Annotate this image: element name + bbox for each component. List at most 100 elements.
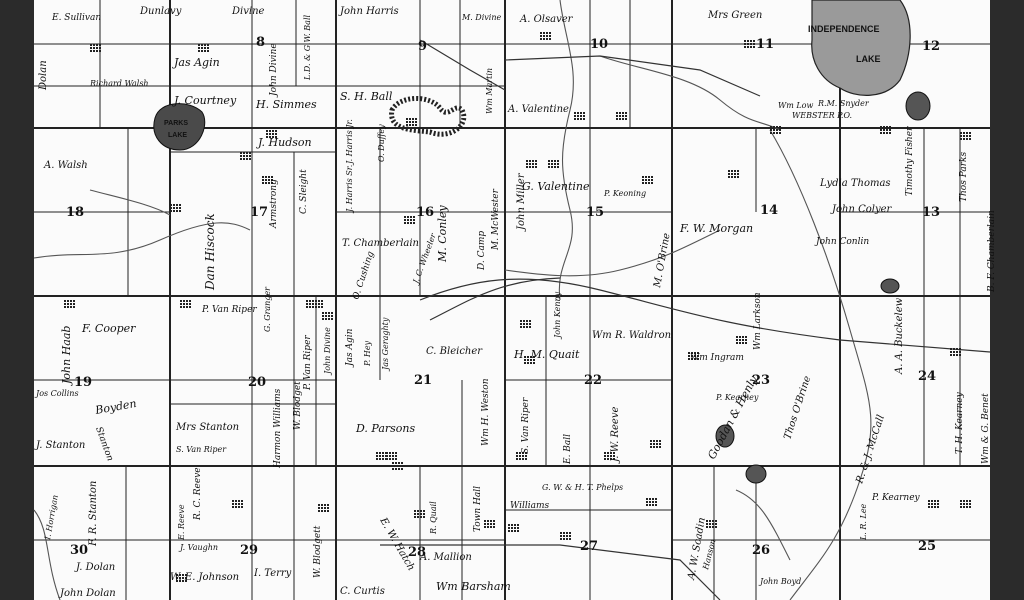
section-number: 24 bbox=[918, 369, 936, 384]
owner-label: E. Reeve bbox=[177, 504, 186, 541]
owner-label: T. H. Kearney bbox=[955, 391, 965, 454]
owner-label: Williams bbox=[510, 501, 550, 511]
owner-label: F. W. Morgan bbox=[679, 222, 753, 235]
farmstead-marker bbox=[90, 44, 101, 52]
owner-label: G. Valentine bbox=[522, 180, 590, 193]
farmstead-marker bbox=[392, 462, 403, 470]
owner-label: A. Walsh bbox=[43, 160, 88, 171]
farmstead-marker bbox=[386, 452, 397, 460]
lakes bbox=[153, 0, 931, 484]
farmstead-marker bbox=[232, 500, 243, 508]
owner-label: F. Cooper bbox=[81, 322, 136, 335]
section-number: 29 bbox=[240, 543, 258, 558]
section-number: 17 bbox=[250, 205, 268, 220]
section-number: 19 bbox=[74, 375, 92, 390]
owner-label: John Harris bbox=[338, 6, 399, 17]
independence-lake-label-2: LAKE bbox=[856, 54, 881, 64]
farmstead-marker bbox=[642, 176, 653, 184]
section-number: 14 bbox=[760, 203, 778, 218]
section-number: 26 bbox=[752, 543, 770, 558]
owner-label: J. Hudson bbox=[256, 136, 312, 149]
owner-label: Mrs Green bbox=[707, 10, 762, 21]
pond-2 bbox=[880, 278, 900, 294]
farmstead-marker bbox=[64, 300, 75, 308]
owner-label: R. C. Reeve bbox=[193, 467, 203, 521]
owner-label: P. Kearney bbox=[715, 393, 759, 402]
owner-label: WEBSTER P.O. bbox=[792, 111, 852, 120]
owner-label: D. Parsons bbox=[355, 422, 415, 435]
owner-label: John Haab bbox=[60, 326, 73, 386]
farmstead-marker bbox=[180, 300, 191, 308]
farmstead-marker bbox=[526, 160, 537, 168]
farmstead-marker bbox=[960, 132, 971, 140]
farmstead-marker bbox=[728, 170, 739, 178]
section-number: 21 bbox=[414, 373, 432, 388]
owner-label: P. Van Riper bbox=[303, 335, 313, 391]
farmstead-marker bbox=[240, 152, 251, 160]
farmstead-marker bbox=[540, 32, 551, 40]
owner-label: R.M. Snyder bbox=[817, 99, 870, 108]
owner-label: W. E. Johnson bbox=[170, 572, 239, 583]
owner-label: Dan Hiscock bbox=[203, 213, 217, 291]
owner-label: Jas Geraghty bbox=[381, 317, 390, 372]
owner-label: G. W. & H. T. Phelps bbox=[542, 483, 623, 492]
owner-label: P. Keoning bbox=[603, 189, 646, 198]
farmstead-marker bbox=[688, 352, 699, 360]
owner-label: J. Harris Sr. bbox=[345, 165, 354, 214]
section-number: 9 bbox=[418, 39, 427, 54]
left-border bbox=[0, 0, 34, 600]
owner-label: A. Valentine bbox=[507, 104, 569, 115]
owner-label: John Miller bbox=[516, 172, 527, 232]
owner-label: Thos Parks bbox=[959, 152, 969, 202]
owner-label: J. Dolan bbox=[74, 562, 115, 573]
farmstead-marker bbox=[170, 204, 181, 212]
farmstead-marker bbox=[318, 504, 329, 512]
owner-label: F. R. Stanton bbox=[88, 481, 99, 547]
section-number: 8 bbox=[256, 35, 265, 50]
section-number: 20 bbox=[248, 375, 266, 390]
farmstead-marker bbox=[650, 440, 661, 448]
farmstead-marker bbox=[312, 300, 323, 308]
farmstead-marker bbox=[524, 356, 535, 364]
owner-label: C. Curtis bbox=[340, 586, 385, 597]
hill-marsh bbox=[389, 96, 467, 137]
owner-label: Armstrong bbox=[269, 179, 279, 229]
owner-label: P. Kearney bbox=[871, 493, 921, 503]
owner-label: Dunlavy bbox=[139, 6, 182, 17]
owner-label: Harmon Williams bbox=[273, 388, 283, 469]
creeks bbox=[33, 0, 872, 600]
farmstead-marker bbox=[516, 452, 527, 460]
pond-4 bbox=[745, 464, 767, 484]
owner-label: H. M. Quait bbox=[513, 348, 580, 361]
owner-label: J. Courtney bbox=[172, 94, 237, 107]
owner-label: Mrs Stanton bbox=[175, 422, 239, 433]
section-number: 23 bbox=[752, 373, 770, 388]
owner-label: Wm R. Waldron bbox=[592, 330, 671, 341]
independence-lake-label: INDEPENDENCE bbox=[808, 24, 880, 34]
owner-label: P. Van Riper bbox=[201, 305, 257, 315]
farmstead-marker bbox=[928, 500, 939, 508]
owner-label: John Divine bbox=[269, 43, 279, 98]
owner-label: J. W. Reeve bbox=[610, 407, 621, 464]
owner-label: E. Ball bbox=[563, 434, 573, 465]
owner-label: Jas Agin bbox=[172, 56, 220, 69]
owner-label: Dolan bbox=[38, 60, 49, 91]
section-number: 12 bbox=[922, 39, 940, 54]
section-number: 16 bbox=[416, 205, 434, 220]
farmstead-marker bbox=[266, 130, 277, 138]
farmstead-marker bbox=[404, 216, 415, 224]
owner-label: C. Sleight bbox=[299, 169, 309, 214]
owner-label: B. F. Chamberlain bbox=[987, 210, 997, 293]
pond-3 bbox=[715, 424, 735, 448]
owner-label: P. Hey bbox=[363, 340, 372, 367]
section-number: 22 bbox=[584, 373, 602, 388]
owner-label: M. Divine bbox=[461, 13, 501, 22]
parks-lake-label-2: LAKE bbox=[168, 132, 187, 139]
farmstead-marker bbox=[322, 312, 333, 320]
owner-label: Divine bbox=[231, 6, 265, 17]
right-border bbox=[990, 0, 1024, 600]
owner-label: C. Bleicher bbox=[426, 346, 483, 357]
section-grid bbox=[34, 0, 990, 600]
parks-lake-label: PARKS bbox=[164, 120, 188, 127]
